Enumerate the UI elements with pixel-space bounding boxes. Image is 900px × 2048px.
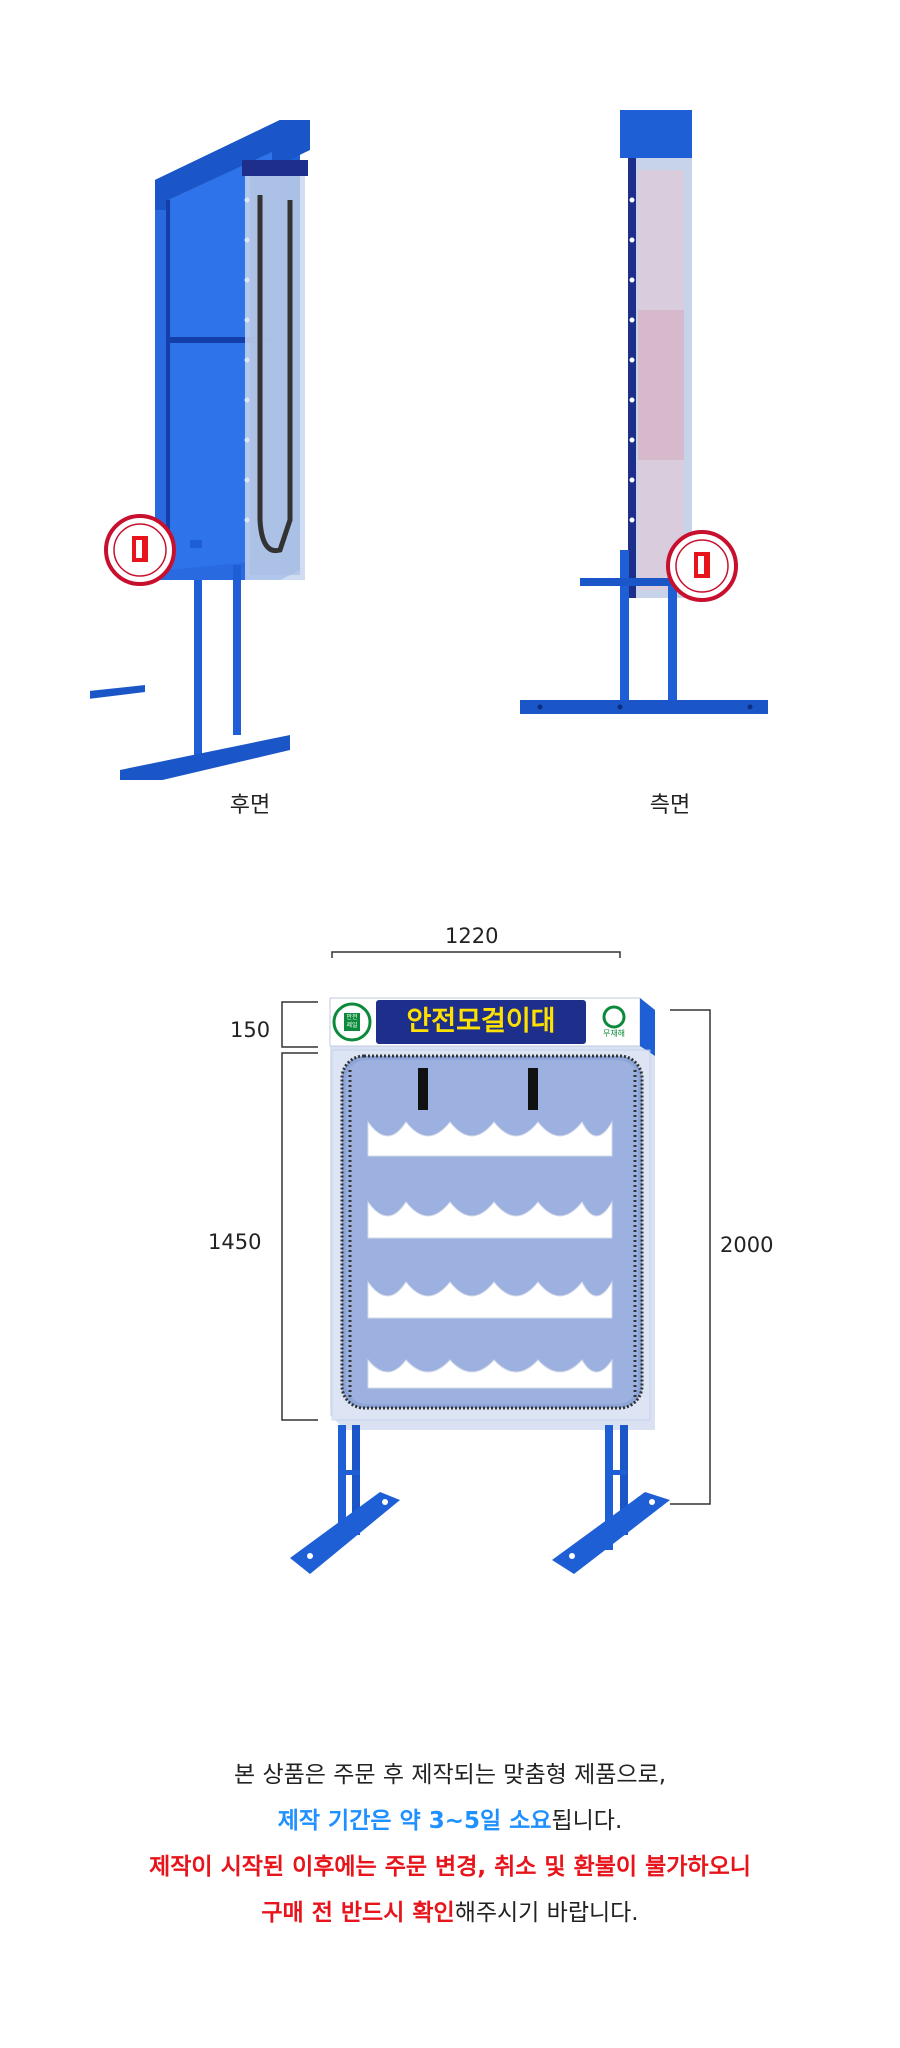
width-dimension-label: 1220	[445, 924, 499, 948]
notice-line-1: 본 상품은 주문 후 제작되는 맞춤형 제품으로,	[0, 1752, 900, 1798]
panel-height-dimension-label: 1450	[208, 1230, 262, 1254]
rear-view-caption: 후면	[229, 793, 271, 818]
notice-line-2: 제작 기간은 약 3~5일 소요됩니다.	[0, 1798, 900, 1844]
zero-accident-emblem	[602, 1005, 626, 1029]
notice-text-1: 본 상품은 주문 후 제작되는 맞춤형 제품으로,	[233, 1762, 667, 1788]
sign-title-board	[376, 1000, 586, 1044]
diagram-drawing	[281, 951, 711, 1574]
side-view-illustration	[520, 110, 768, 714]
sign-left-emblem-text: 안전 제일	[346, 1014, 358, 1029]
production-period-highlight: 제작 기간은 약 3~5일 소요	[277, 1808, 552, 1834]
total-height-dimension-label: 2000	[720, 1233, 774, 1257]
side-view-photo	[520, 110, 800, 730]
badge-logo-rear	[104, 514, 176, 586]
sign-height-dimension-label: 150	[230, 1018, 271, 1042]
side-view-caption: 측면	[649, 793, 691, 818]
badge-logo-side	[666, 530, 738, 602]
notice-line-3: 제작이 시작된 이후에는 주문 변경, 취소 및 환불이 불가하오니	[0, 1844, 900, 1890]
sign-title: 안전모걸이대	[406, 1006, 556, 1037]
check-before-purchase-highlight: 구매 전 반드시 확인	[261, 1900, 455, 1926]
notice-text-2: 됩니다.	[551, 1808, 623, 1834]
notice-text-4: 해주시기 바랍니다.	[454, 1900, 639, 1926]
rear-view-photo	[80, 100, 410, 790]
notice-line-4: 구매 전 반드시 확인해주시기 바랍니다.	[0, 1890, 900, 1936]
sign-right-emblem-text: 무재해	[602, 1029, 626, 1038]
no-refund-warning: 제작이 시작된 이후에는 주문 변경, 취소 및 환불이 불가하오니	[149, 1854, 751, 1880]
dimension-diagram: 안전모걸이대 무재해 안전 제일	[200, 910, 800, 1610]
rear-view-illustration	[80, 120, 310, 790]
